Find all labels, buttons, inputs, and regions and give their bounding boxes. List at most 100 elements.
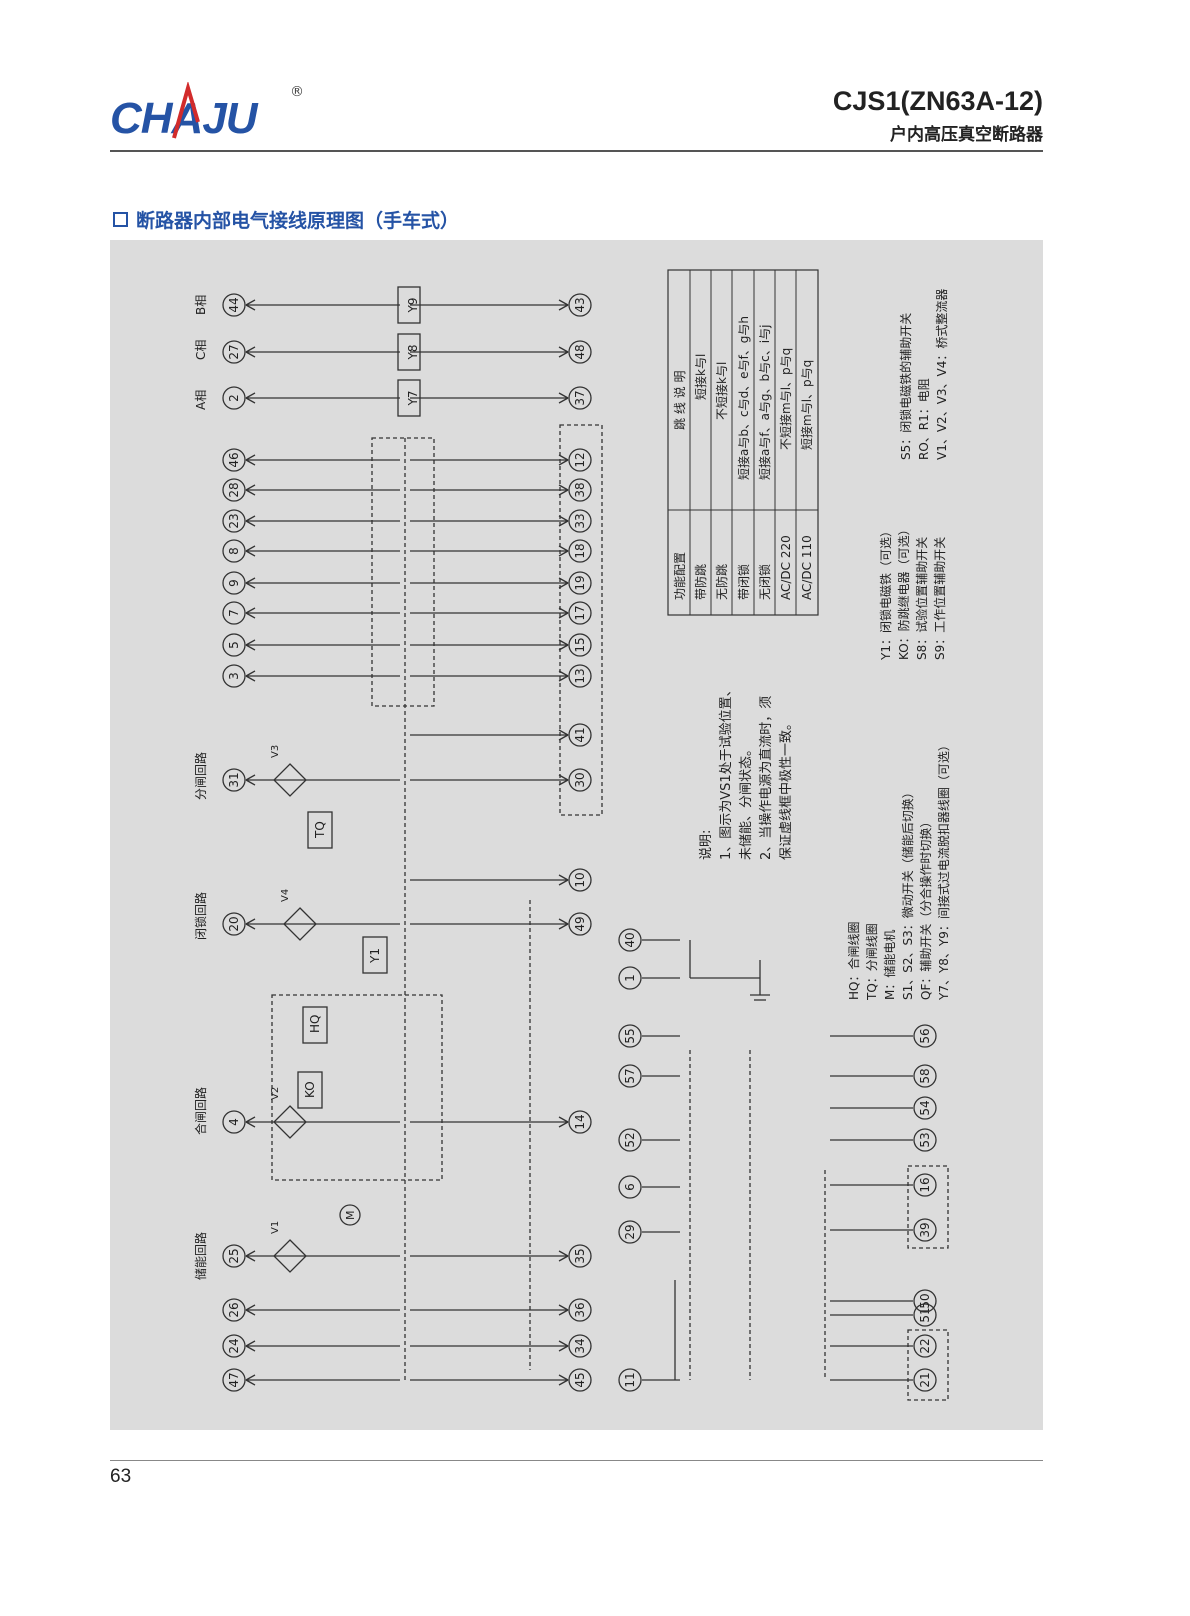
legend-right: S5：闭锁电磁铁的辅助开关 RO、R1：电阻 V1、V2、V3、V4：桥式整流器 (898, 289, 949, 460)
diagram-label: V3 (270, 745, 281, 758)
terminal: 34 (568, 1334, 592, 1358)
terminal: 1 (618, 966, 642, 990)
terminal-label: 39 (918, 1222, 932, 1237)
terminal-label: 49 (573, 916, 587, 931)
table-header-function: 功能配置 (673, 552, 687, 600)
terminal: 9 (222, 571, 246, 595)
terminal: 17 (568, 601, 592, 625)
diagram-label: M (344, 1211, 357, 1221)
legend-item: TQ：分闸线圈 (865, 923, 879, 1001)
terminal: 8 (222, 539, 246, 563)
terminal-label: 18 (573, 543, 587, 558)
terminal-label: 23 (227, 513, 241, 528)
terminal: 50 (913, 1289, 937, 1313)
terminal: 21 (913, 1368, 937, 1392)
terminal: 44 (222, 293, 246, 317)
svg-text:Y7: Y7 (406, 391, 420, 407)
diagram-label: 合闸回路 (193, 1087, 208, 1135)
footer-divider (110, 1460, 1043, 1461)
page-number: 63 (110, 1466, 132, 1487)
terminal: 22 (913, 1334, 937, 1358)
diagram-label: B相 (194, 295, 208, 315)
section-title: 断路器内部电气接线原理图（手车式） (113, 206, 459, 233)
table-cell: 不短接m与l、p与q (778, 348, 793, 450)
terminal-label: 8 (227, 547, 241, 555)
terminal-label: 37 (573, 390, 587, 405)
svg-text:Y8: Y8 (406, 345, 420, 361)
terminal: 16 (913, 1173, 937, 1197)
terminal: 49 (568, 912, 592, 936)
table-cell: 无防跳 (714, 564, 729, 600)
terminal: 27 (222, 340, 246, 364)
product-subtitle: 户内高压真空断路器 (890, 125, 1043, 145)
terminal-label: 1 (623, 974, 637, 982)
terminal-label: 11 (623, 1372, 637, 1387)
terminal-label: 33 (573, 513, 587, 528)
terminal-label: 56 (918, 1028, 932, 1043)
notes-title: 说明: (699, 830, 714, 860)
terminal: 26 (222, 1298, 246, 1322)
terminal-label: 51 (918, 1307, 932, 1322)
terminal-label: 25 (227, 1248, 241, 1263)
legend-item: Y7、Y8、Y9：间接式过电流脱扣器线圈（可选） (936, 739, 951, 1001)
terminal-label: 26 (227, 1302, 241, 1317)
terminal-label: 5 (227, 641, 241, 649)
diagram-label: TQ (313, 821, 327, 839)
diagram-label: 闭锁回路 (193, 892, 208, 940)
terminal-label: 17 (573, 605, 587, 620)
relay-coil: Y8 (397, 333, 421, 371)
registered-mark: ® (290, 84, 304, 100)
terminal-label: 22 (918, 1338, 932, 1353)
terminal-label: 44 (227, 297, 241, 312)
terminal-label: 2 (227, 394, 241, 402)
legend-item: S8：试验位置辅助开关 (914, 537, 929, 660)
terminal: 20 (222, 912, 246, 936)
brand-logo: CHAJU ® (110, 78, 310, 158)
notes: 说明: 1、图示为VS1处于试验位置、 未储能、分闸状态。 2、当操作电源为直流… (699, 683, 794, 860)
terminal: 30 (568, 768, 592, 792)
terminal: 35 (568, 1244, 592, 1268)
terminal: 41 (568, 723, 592, 747)
terminal: 14 (568, 1110, 592, 1134)
terminal: 13 (568, 664, 592, 688)
table-cell: 无闭锁 (757, 564, 772, 600)
terminal-label: 45 (573, 1372, 587, 1387)
terminal: 28 (222, 478, 246, 502)
terminal-label: 31 (227, 772, 241, 787)
legend-item: HQ：合闸线圈 (846, 922, 861, 1000)
terminal-label: 55 (623, 1028, 637, 1043)
terminal-label: 19 (573, 575, 587, 590)
terminal: 53 (913, 1128, 937, 1152)
terminal-label: 34 (573, 1338, 587, 1353)
legend-item: S9：工作位置辅助开关 (932, 537, 947, 660)
terminal: 6 (618, 1175, 642, 1199)
table-cell: 短接a与f、a与g、b与c、i与j (757, 325, 772, 480)
terminal: 57 (618, 1064, 642, 1088)
terminal-label: 29 (623, 1224, 637, 1239)
relay-coil: Y7 (397, 379, 421, 417)
table-cell: 短接a与b、c与d、e与f、g与h (736, 316, 751, 480)
terminal-label: 38 (573, 482, 587, 497)
terminal: 19 (568, 571, 592, 595)
terminal: 39 (913, 1218, 937, 1242)
terminal-label: 24 (227, 1338, 241, 1353)
terminal-label: 43 (573, 297, 587, 312)
terminal-label: 10 (573, 872, 587, 887)
terminal-label: 6 (623, 1183, 637, 1191)
table-cell: 短接m与l、p与q (799, 360, 814, 450)
terminal: 47 (222, 1368, 246, 1392)
legend-item: M：储能电机 (882, 930, 897, 1000)
terminal-label: 36 (573, 1302, 587, 1317)
notes-line: 保证虚线框中极性一致。 (779, 717, 794, 860)
terminal: 25 (222, 1244, 246, 1268)
terminal: 23 (222, 509, 246, 533)
terminal: 15 (568, 633, 592, 657)
relay-coil: Y9 (397, 286, 421, 324)
legend-left: HQ：合闸线圈 TQ：分闸线圈 M：储能电机 S1、S2、S3：微动开关（储能后… (846, 739, 951, 1001)
terminal: 48 (568, 340, 592, 364)
wiring-diagram-svg: 4724262542031357982328462274445343635144… (193, 269, 951, 1401)
terminal-label: 46 (227, 452, 241, 467)
terminal: 43 (568, 293, 592, 317)
legend-mid: Y1：闭锁电磁铁（可选） KO：防跳继电器（可选） S8：试验位置辅助开关 S9… (878, 523, 947, 661)
terminal-label: 20 (227, 916, 241, 931)
